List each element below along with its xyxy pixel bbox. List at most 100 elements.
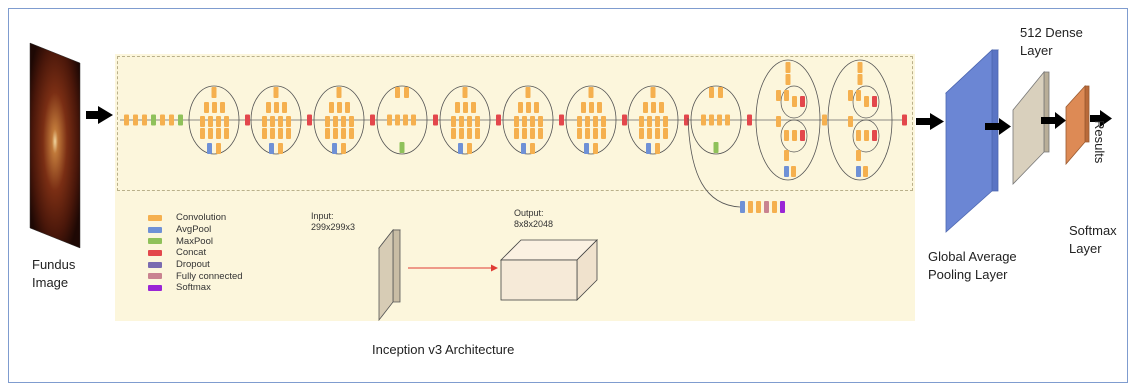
conv-block	[647, 128, 652, 139]
conv-block	[784, 130, 789, 141]
aux-branch-line	[687, 117, 741, 208]
legend-swatch	[148, 261, 162, 268]
arrow-image-to-network	[86, 106, 113, 124]
avgpool-block	[458, 143, 463, 154]
module-outline	[188, 85, 240, 155]
concat-block	[245, 114, 250, 126]
architecture-label: Inception v3 Architecture	[372, 342, 515, 357]
auxiliary-classifier	[740, 201, 785, 213]
legend-item: Fully connected	[148, 270, 243, 282]
concat-block	[433, 114, 438, 126]
conv-block	[467, 143, 472, 154]
conv-block	[224, 128, 229, 139]
conv-block	[718, 87, 723, 98]
conv-block	[585, 128, 590, 139]
conv-block	[224, 116, 229, 127]
conv-block	[785, 74, 791, 85]
avgpool-block	[269, 143, 274, 154]
concat-block	[800, 96, 805, 107]
inception-modules	[188, 59, 907, 181]
avgpool-block	[521, 143, 526, 154]
conv-block	[650, 87, 656, 98]
fundus-image-label: Fundus Image	[32, 257, 76, 290]
conv-block	[848, 90, 853, 101]
avgpool-block	[784, 166, 789, 177]
module-outline	[502, 85, 554, 155]
module-outline	[755, 59, 821, 181]
module-outline	[250, 85, 302, 155]
softmax-layer-label: Softmax Layer	[1069, 223, 1117, 256]
legend-label: Fully connected	[176, 270, 243, 282]
legend-item: Softmax	[148, 282, 243, 294]
conv-block	[475, 128, 480, 139]
results-label: Results	[1092, 120, 1107, 164]
conv-block	[725, 114, 730, 126]
gap-layer-side	[991, 49, 999, 192]
conv-block	[200, 116, 205, 127]
conv-block	[655, 143, 660, 154]
aux-block	[740, 201, 745, 213]
conv-block	[864, 96, 869, 107]
legend-label: Concat	[176, 247, 207, 259]
module-outline	[313, 85, 365, 155]
conv-block	[200, 128, 205, 139]
avgpool-block	[332, 143, 337, 154]
conv-block	[538, 128, 543, 139]
conv-block	[278, 143, 283, 154]
aux-block	[772, 201, 777, 213]
conv-block	[530, 116, 535, 127]
maxpool-block	[399, 142, 405, 153]
input-tensor	[378, 228, 394, 322]
module-outline	[565, 85, 617, 155]
softmax-layer-side	[1084, 85, 1090, 143]
arrow-network-to-gap	[916, 113, 944, 130]
conv-block	[451, 128, 456, 139]
conv-block	[336, 87, 342, 98]
conv-block	[282, 102, 287, 113]
module-outline	[690, 85, 742, 155]
branch-outline	[780, 119, 808, 153]
conv-block	[220, 102, 225, 113]
avgpool-block	[584, 143, 589, 154]
conv-block	[333, 116, 338, 127]
conv-block	[601, 128, 606, 139]
inception-module	[250, 85, 312, 155]
legend-swatch	[148, 249, 162, 256]
avgpool-block	[207, 143, 212, 154]
conv-block	[262, 116, 267, 127]
conv-block	[530, 143, 535, 154]
aux-block	[748, 201, 753, 213]
concat-block	[496, 114, 501, 126]
conv-block	[471, 102, 476, 113]
conv-block	[585, 116, 590, 127]
inception-module	[502, 85, 564, 155]
conv-block	[204, 102, 209, 113]
conv-block	[856, 150, 861, 161]
arrow-softmax-to-results	[1090, 110, 1112, 127]
conv-block	[270, 128, 275, 139]
conv-block	[701, 114, 706, 126]
conv-block	[856, 130, 861, 141]
conv-block	[522, 116, 527, 127]
inception-module	[313, 85, 375, 155]
conv-block	[341, 116, 346, 127]
conv-block	[395, 87, 400, 98]
conv-block	[848, 116, 853, 127]
dense-layer-side	[1043, 71, 1050, 153]
avgpool-block	[646, 143, 651, 154]
legend-label: Convolution	[176, 212, 227, 224]
conv-block	[717, 114, 722, 126]
concat-block	[747, 114, 752, 126]
module-outline	[827, 59, 893, 181]
conv-block	[791, 166, 796, 177]
conv-block	[208, 116, 213, 127]
concat-block	[872, 130, 877, 141]
conv-block	[459, 128, 464, 139]
avgpool-block	[856, 166, 861, 177]
legend-label: MaxPool	[176, 235, 213, 247]
conv-block	[349, 128, 354, 139]
arrow-dense-to-softmax	[1041, 112, 1066, 129]
conv-block	[216, 128, 221, 139]
conv-block	[278, 116, 283, 127]
